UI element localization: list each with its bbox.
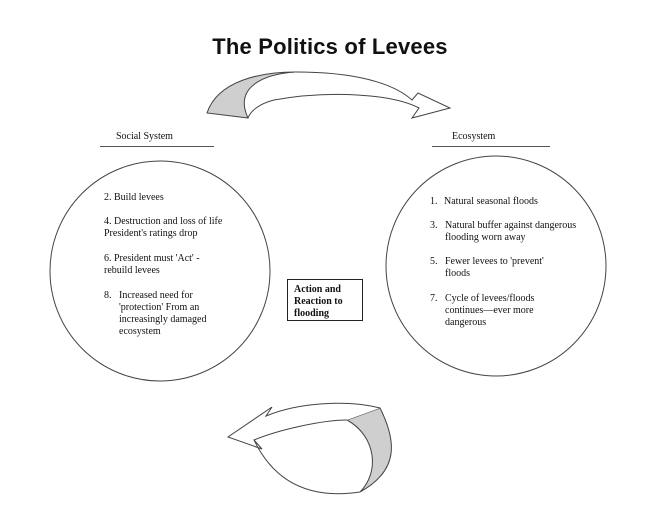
social-system-label: Social System	[116, 131, 173, 142]
social-item-4: 4. Destruction and loss of life Presiden…	[104, 216, 254, 240]
item-number: 1.	[430, 196, 438, 207]
item-text: Natural buffer against dangerous floodin…	[445, 220, 577, 243]
item-text: President must 'Act' - rebuild levees	[104, 253, 200, 276]
social-item-8: 8. Increased need for 'protection' From …	[104, 290, 234, 338]
item-text: Increased need for 'protection' From an …	[119, 290, 207, 337]
eco-item-7: 7. Cycle of levees/floods continues—ever…	[430, 293, 580, 329]
item-number: 2.	[104, 192, 112, 203]
item-number: 3.	[430, 220, 438, 231]
item-number: 7.	[430, 293, 438, 304]
item-text: Fewer levees to 'prevent' floods	[445, 256, 544, 279]
ecosystem-underline	[432, 146, 550, 147]
item-text: Destruction and loss of life President's…	[104, 216, 223, 239]
bottom-curved-arrow	[226, 402, 392, 495]
social-system-circle	[49, 160, 271, 382]
social-system-underline	[100, 146, 214, 147]
item-number: 6.	[104, 253, 112, 264]
eco-item-1: 1. Natural seasonal floods	[430, 196, 580, 208]
item-text: Cycle of levees/floods continues—ever mo…	[445, 293, 535, 328]
item-text: Natural seasonal floods	[444, 196, 538, 207]
eco-item-3: 3. Natural buffer against dangerous floo…	[430, 220, 590, 244]
item-number: 4.	[104, 216, 112, 227]
action-reaction-box: Action and Reaction to flooding	[287, 279, 363, 321]
social-item-2: 2. Build levees	[104, 192, 234, 204]
top-curved-arrow	[206, 71, 452, 119]
ecosystem-circle	[385, 155, 607, 377]
eco-item-5: 5. Fewer levees to 'prevent' floods	[430, 256, 580, 280]
page-title: The Politics of Levees	[212, 34, 448, 59]
item-text: Build levees	[114, 192, 164, 203]
item-number: 8.	[104, 290, 112, 301]
social-item-6: 6. President must 'Act' - rebuild levees	[104, 253, 200, 277]
item-number: 5.	[430, 256, 438, 267]
ecosystem-label: Ecosystem	[452, 131, 496, 142]
